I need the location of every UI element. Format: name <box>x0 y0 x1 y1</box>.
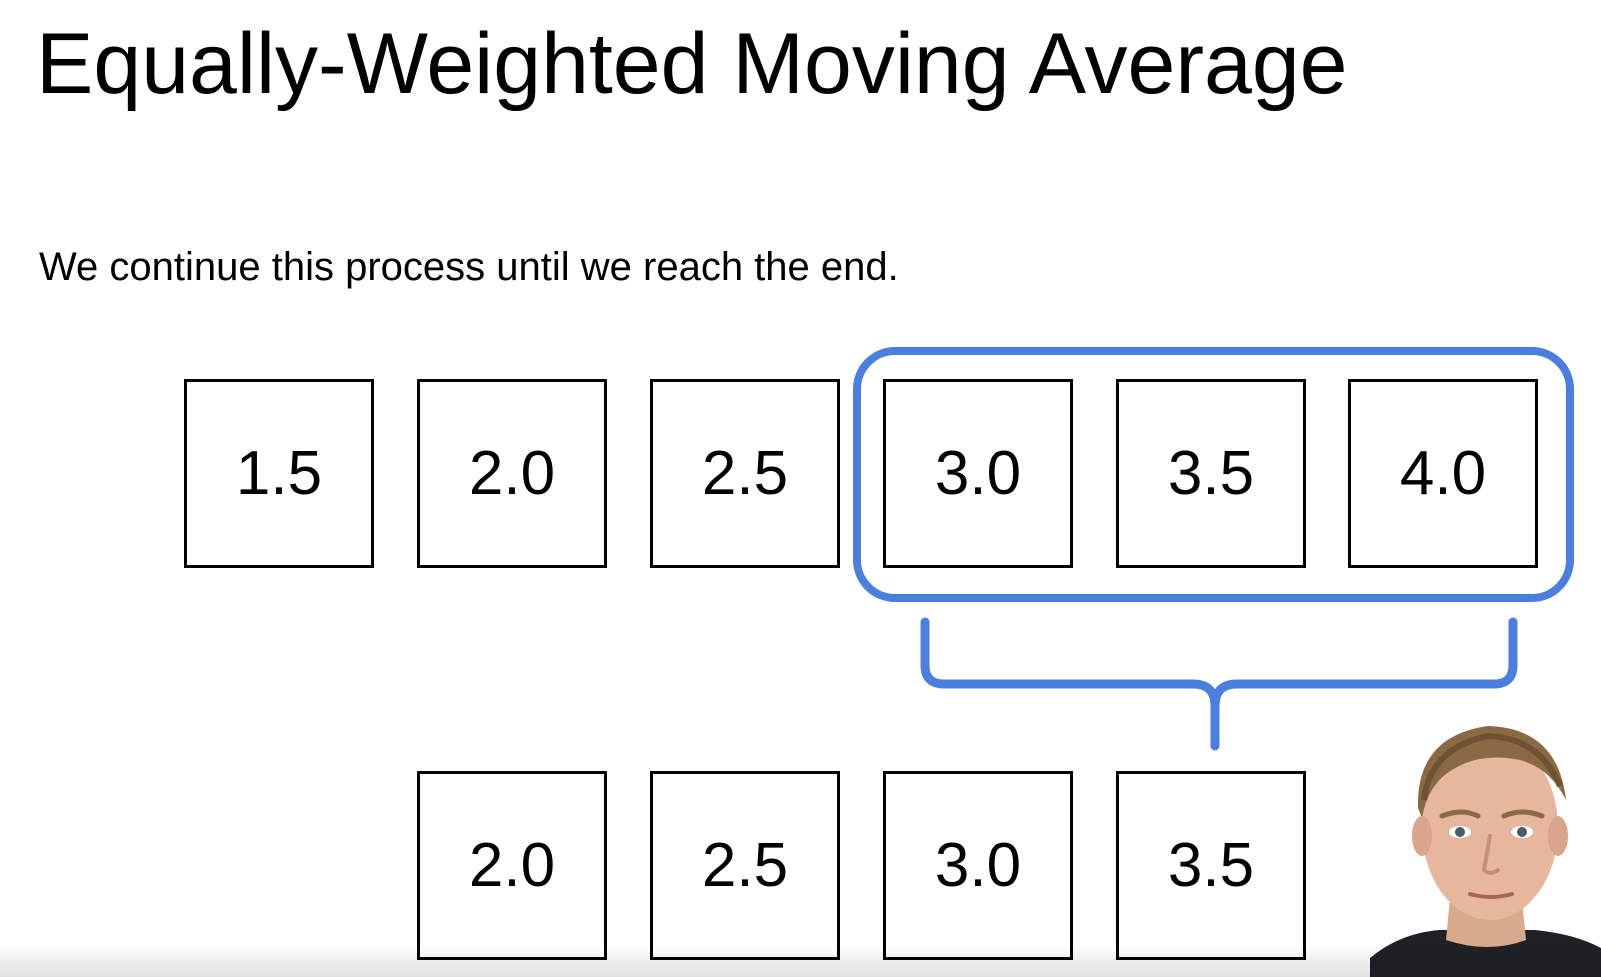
input-value-box: 4.0 <box>1348 379 1538 568</box>
input-series-row: 1.5 2.0 2.5 3.0 3.5 4.0 <box>0 379 1601 579</box>
output-value-box: 3.0 <box>883 771 1073 960</box>
input-value-box: 3.0 <box>883 379 1073 568</box>
input-value-box: 3.5 <box>1116 379 1306 568</box>
presenter-face-icon <box>1370 708 1601 977</box>
output-value-box: 3.5 <box>1116 771 1306 960</box>
slide-subtitle: We continue this process until we reach … <box>39 245 899 289</box>
output-value-box: 2.5 <box>650 771 840 960</box>
video-bottom-shade <box>0 945 1601 977</box>
input-value-box: 1.5 <box>184 379 374 568</box>
presenter-webcam <box>1370 708 1601 977</box>
input-value-box: 2.5 <box>650 379 840 568</box>
input-value-box: 2.0 <box>417 379 607 568</box>
output-series-row: 2.0 2.5 3.0 3.5 <box>0 771 1601 971</box>
output-value-box: 2.0 <box>417 771 607 960</box>
slide-title: Equally-Weighted Moving Average <box>36 16 1348 112</box>
